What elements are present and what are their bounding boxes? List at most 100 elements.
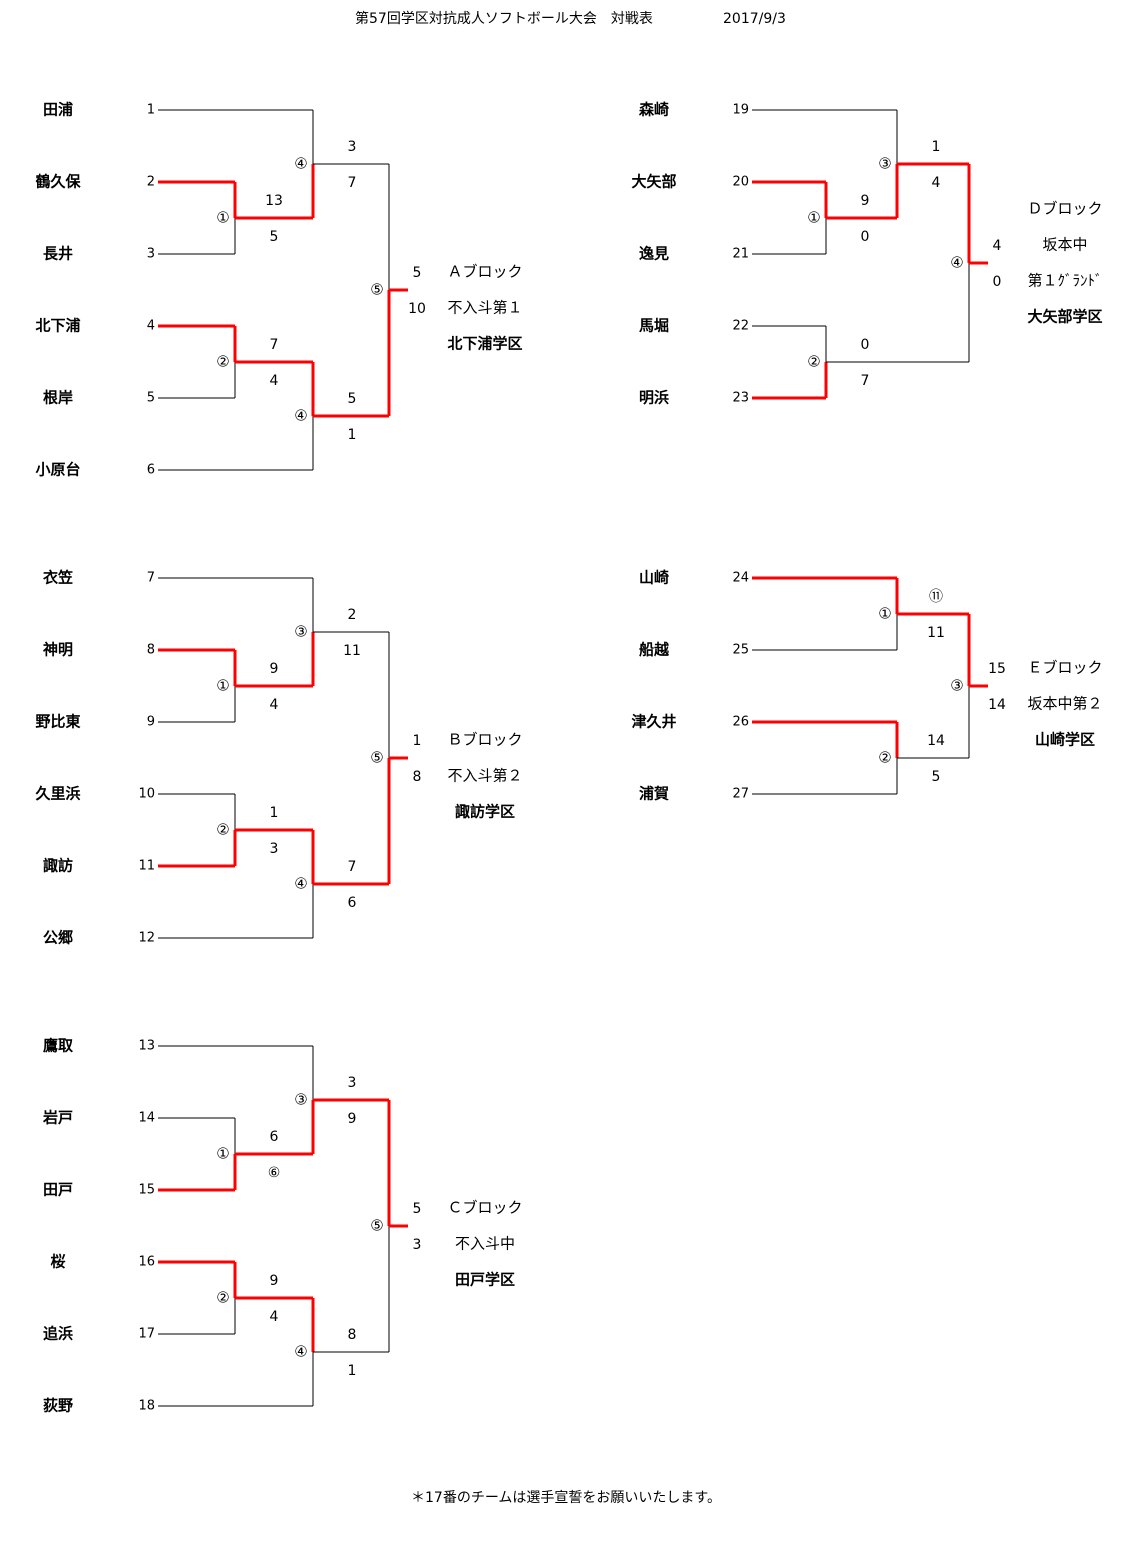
match-number: ④ [950,254,963,272]
team-name: 浦賀 [639,785,669,803]
score-top: 14 [927,733,945,749]
score-bottom: 7 [348,175,357,191]
match-g3: ④ 4 0 [826,162,1002,363]
seed-number: 11 [138,859,155,874]
score-top: 15 [988,661,1006,677]
score-bottom: ⑥ [268,1165,281,1181]
score-top: 5 [413,1201,422,1217]
match-number: ④ [294,155,307,173]
seed-number: 9 [147,715,155,730]
team-row: 衣笠 7 [43,569,155,587]
block-winner: 北下浦学区 [447,335,522,353]
score-top: 1 [413,733,422,749]
block-winner: 諏訪学区 [455,803,515,821]
match-number: ③ [294,1091,307,1109]
match-g1: ②74 [158,324,279,399]
match-number: ⑤ [370,1217,383,1235]
score-top: 1 [932,139,941,155]
score-top: 2 [348,607,357,623]
team-row: 明浜 23 [639,389,749,407]
score-bottom: 0 [993,274,1002,290]
seed-number: 25 [732,643,749,658]
score-bottom: 0 [861,229,870,245]
score-top: 4 [993,238,1002,254]
match-g3: ④81 [158,1296,356,1407]
block-name: Ｂブロック [447,731,522,749]
match-number: ③ [294,623,307,641]
match-g2: ③14 [752,109,941,220]
seed-number: 19 [732,103,749,118]
team-name: 追浜 [43,1325,73,1343]
team-name: 大矢部 [631,173,676,191]
team-name: 鷹取 [43,1037,74,1055]
seed-number: 22 [732,319,749,334]
score-top: ⑪ [929,589,943,605]
match-number: ④ [294,875,307,893]
seed-number: 16 [138,1255,155,1270]
team-name: 荻野 [43,1397,73,1415]
seed-number: 26 [732,715,749,730]
score-bottom: 11 [927,625,945,641]
score-top: 9 [270,661,279,677]
seed-number: 2 [147,175,155,190]
match-g1: ②13 [158,793,279,868]
team-name: 船越 [639,641,670,659]
seed-number: 4 [147,319,155,334]
seed-number: 14 [138,1111,155,1126]
match-number: ② [216,821,229,839]
team-name: 逸見 [639,245,669,263]
seed-number: 10 [138,787,155,802]
match-g3: ④51 [158,360,357,471]
match-g2: ③39 [158,1045,356,1156]
team-name: 公郷 [43,929,73,947]
team-name: 鶴久保 [35,173,81,191]
team-name: 津久井 [631,713,676,731]
score-bottom: 5 [270,229,279,245]
seed-number: 12 [138,931,155,946]
page-date: 2017/9/3 [723,11,786,27]
score-top: 5 [348,391,357,407]
score-top: 3 [348,139,357,155]
match-g0: ①94 [158,648,279,723]
seed-number: 23 [732,391,749,406]
team-name: 小原台 [35,461,80,479]
block-name: Ｄブロック [1027,200,1102,218]
score-top: 1 [270,805,279,821]
team-row: 諏訪 11 [43,857,155,875]
score-top: 7 [270,337,279,353]
score-bottom: 1 [348,427,357,443]
seed-number: 24 [732,571,749,586]
score-top: 9 [270,1273,279,1289]
team-name: 長井 [43,245,73,263]
team-name: 衣笠 [43,569,73,587]
team-name: 明浜 [639,389,669,407]
match-g1: ②07 [752,325,869,400]
match-number: ① [216,1145,229,1163]
team-name: 諏訪 [43,857,73,875]
score-top: 5 [413,265,422,281]
score-top: 13 [265,193,283,209]
score-top: 7 [348,859,357,875]
seed-number: 7 [147,571,155,586]
team-row: 公郷 12 [43,929,155,947]
seed-number: 1 [147,103,155,118]
match-g2: ④ 3 7 [158,109,357,220]
